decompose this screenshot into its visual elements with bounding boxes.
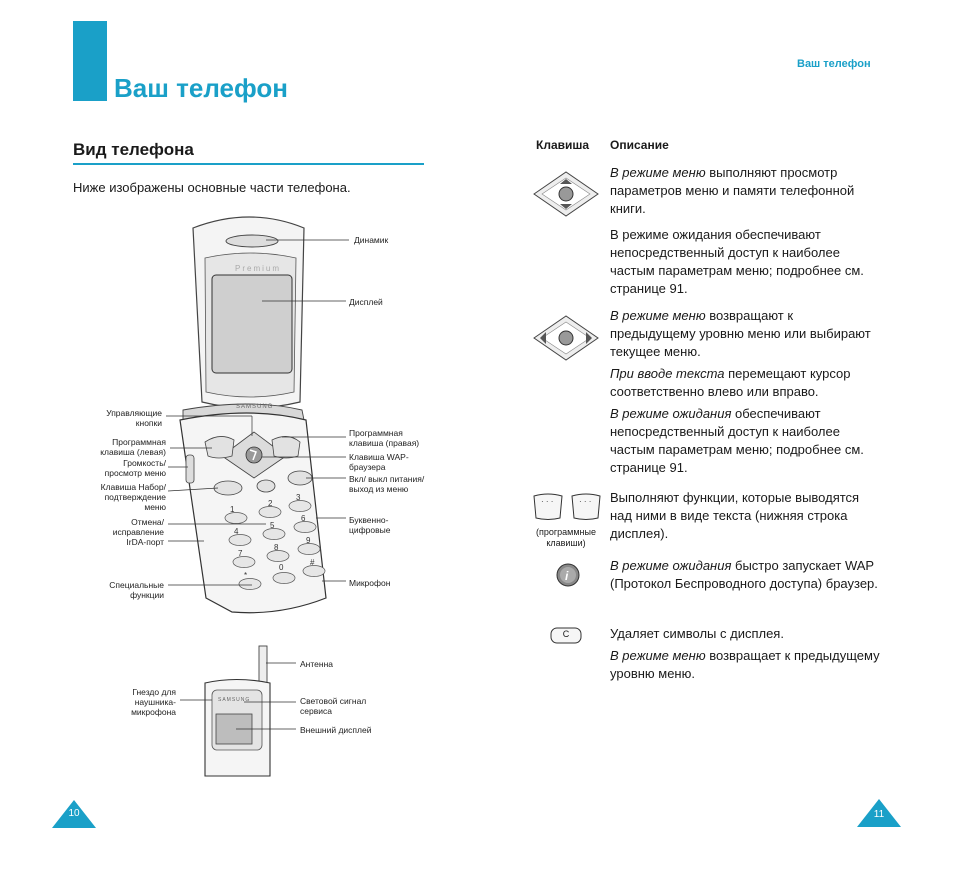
row-soft-keys-desc: Выполняют функции, которые выводятся над… [610, 489, 882, 543]
callout-wap-key: Клавиша WAP-браузера [349, 452, 409, 472]
desc-paragraph: Удаляет символы с дисплея. [610, 626, 784, 641]
row-nav-leftright-desc: В режиме меню возвращают к предыдущему у… [610, 307, 882, 477]
section-rule [73, 163, 424, 165]
callout-cancel: Отмена/ исправление [112, 517, 164, 537]
desc-paragraph: В режиме меню возвращает к предыдущему у… [610, 648, 880, 681]
column-header-key: Клавиша [536, 138, 590, 152]
svg-text:9: 9 [306, 536, 311, 545]
title-accent-bar [73, 21, 107, 101]
svg-text:7: 7 [238, 549, 243, 558]
svg-text:· · ·: · · · [541, 497, 553, 506]
clear-key-label: C [562, 629, 570, 639]
soft-keys-caption: (программные клавиши) [536, 527, 596, 548]
callout-speaker: Динамик [354, 235, 389, 245]
callout-antenna: Антенна [300, 659, 334, 669]
svg-text:0: 0 [279, 563, 284, 572]
navigation-up-down-icon [533, 171, 599, 217]
clear-key-icon [550, 627, 582, 644]
svg-text:4: 4 [234, 527, 239, 536]
desc-paragraph: В режиме ожидания обеспечивают непосредс… [610, 406, 864, 475]
closed-phone-logo: SAMSUNG [218, 697, 251, 703]
navigation-left-right-icon [533, 315, 599, 361]
callout-alphanumeric: Буквенно- цифровые [349, 515, 391, 535]
page-number-triangle-right [857, 799, 901, 827]
callout-display: Дисплей [349, 297, 383, 307]
phone-brand-text: Premium [235, 264, 282, 273]
callout-irda: IrDA-порт [126, 537, 164, 547]
callout-external-display: Внешний дисплей [300, 725, 372, 735]
callout-volume: Громкость/ просмотр меню [104, 458, 166, 478]
soft-keys-icon: · · · · · · [533, 493, 601, 520]
desc-paragraph: В режиме ожидания обеспечивают непосредс… [610, 227, 864, 296]
row-nav-updown-desc: В режиме меню выполняют просмотр парамет… [610, 164, 882, 298]
svg-text:1: 1 [230, 505, 235, 514]
callout-microphone: Микрофон [349, 578, 391, 588]
svg-text:#: # [310, 558, 315, 567]
callout-headset-jack: Гнездо для наушника- микрофона [131, 687, 176, 717]
desc-paragraph: В режиме меню выполняют просмотр парамет… [610, 165, 855, 216]
svg-text:6: 6 [301, 514, 306, 523]
page-number-left: 10 [68, 808, 80, 819]
svg-text:8: 8 [274, 543, 279, 552]
row-clear-desc: Удаляет символы с дисплея. В режиме меню… [610, 625, 882, 683]
desc-paragraph: При вводе текста перемещают курсор соотв… [610, 366, 851, 399]
desc-paragraph: В режиме меню возвращают к предыдущему у… [610, 308, 871, 359]
column-header-description: Описание [610, 138, 669, 152]
svg-text:i: i [565, 569, 569, 583]
page-number-triangle-left [52, 800, 96, 828]
desc-paragraph: В режиме ожидания быстро запускает WAP (… [610, 558, 878, 591]
svg-text:5: 5 [270, 521, 275, 530]
svg-text:· · ·: · · · [579, 497, 591, 506]
intro-text: Ниже изображены основные части телефона. [73, 180, 351, 195]
callout-nav-keys: Управляющие кнопки [106, 408, 162, 428]
desc-paragraph: Выполняют функции, которые выводятся над… [610, 490, 860, 541]
page-number-right: 11 [873, 809, 885, 820]
phone-logo-text: SAMSUNG [236, 404, 274, 410]
callout-send-key: Клавиша Набор/ подтверждение меню [100, 482, 166, 512]
callout-service-light: Световой сигнал сервиса [300, 696, 367, 716]
callout-soft-key-left: Программная клавиша (левая) [100, 437, 166, 457]
page-title: Ваш телефон [114, 73, 288, 103]
running-header: Ваш телефон [797, 58, 871, 70]
svg-text:2: 2 [268, 499, 273, 508]
row-wap-desc: В режиме ожидания быстро запускает WAP (… [610, 557, 882, 593]
wap-browser-icon: i [556, 563, 580, 587]
callout-soft-key-right: Программная клавиша (правая) [349, 428, 420, 448]
svg-text:3: 3 [296, 493, 301, 502]
callout-special: Специальные функции [109, 580, 164, 600]
callout-power-key: Вкл/ выкл питания/ выход из меню [349, 474, 425, 494]
section-title: Вид телефона [73, 140, 194, 159]
svg-text:*: * [244, 571, 247, 580]
